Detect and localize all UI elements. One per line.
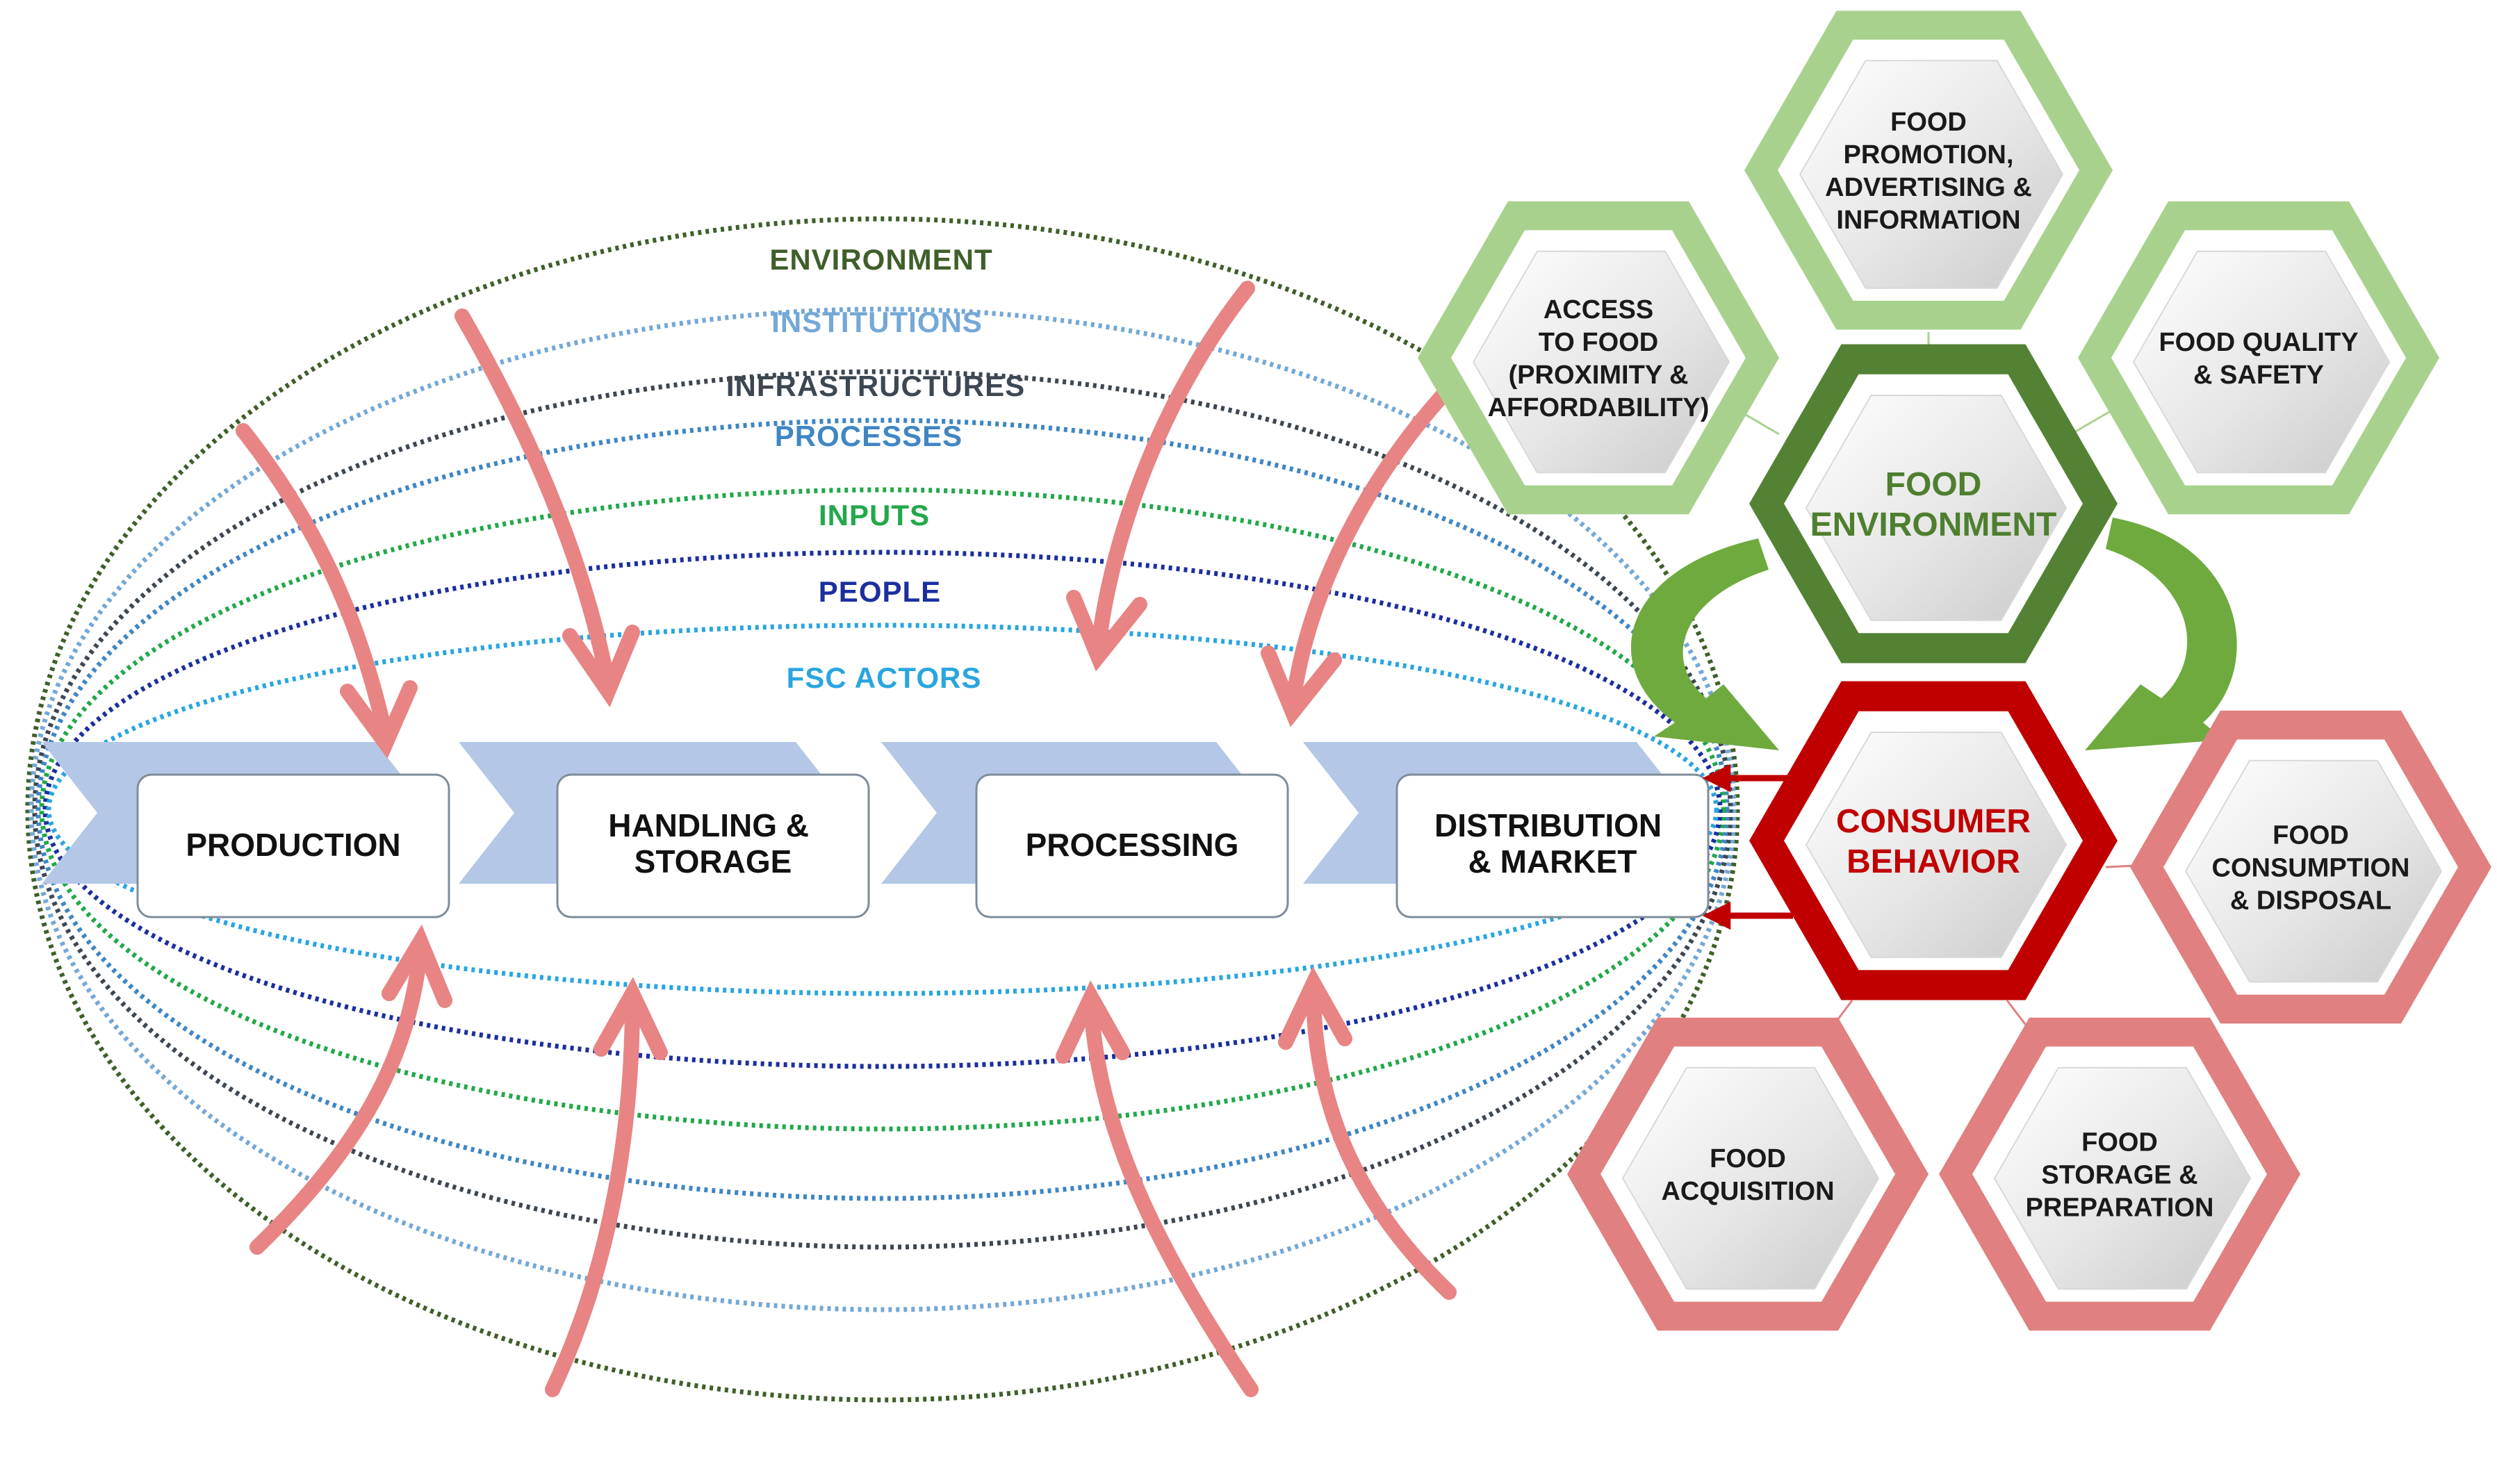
arrow-down-4	[1285, 388, 1450, 713]
arrow-up-2	[545, 993, 640, 1397]
stage-box-distribution-market	[1395, 773, 1710, 918]
ring-environment	[25, 216, 1740, 1403]
arrow-head-down-4	[1261, 645, 1342, 727]
ring-fsc-actors	[46, 623, 1719, 996]
arrow-down-1	[236, 423, 393, 744]
arrow-head-down-1	[340, 680, 418, 759]
ring-institutions	[28, 306, 1737, 1312]
arrow-head-up-2	[593, 977, 668, 1060]
hex-food-quality: FOOD QUALITY& SAFETY	[2078, 201, 2439, 515]
arrow-up-3	[1083, 996, 1259, 1397]
stage-label-processing: PROCESSING	[1026, 827, 1239, 863]
ring-label-fsc-actors: FSC ACTORS	[787, 661, 982, 694]
stage-box-processing	[975, 773, 1289, 918]
hex-food-quality-core	[2132, 250, 2391, 474]
stage-box-production	[136, 773, 450, 918]
hex-food-acquisition-core	[1621, 1066, 1880, 1290]
stage-boxes: PRODUCTION HANDLING & STORAGE PROCESSING…	[136, 773, 1710, 918]
hex-food-promotion-core	[1799, 60, 2064, 289]
feedback-arrows	[1702, 764, 1793, 930]
stage-label-distribution-market: DISTRIBUTION & MARKET	[1434, 807, 1671, 880]
arrow-down-2	[455, 308, 616, 692]
hex-food-environment-core	[1805, 395, 2068, 621]
ring-label-institutions: INSTITUTIONS	[771, 306, 983, 338]
stage-label-handling-storage: HANDLING & STORAGE	[608, 807, 818, 880]
arrow-up-1	[249, 941, 428, 1255]
ring-label-environment: ENVIRONMENT	[769, 243, 992, 276]
ring-inputs	[39, 487, 1726, 1132]
ring-labels: ENVIRONMENT INSTITUTIONS INFRASTRUCTURES…	[726, 243, 1025, 694]
arrow-head-down-2	[562, 625, 640, 707]
hex-consumer-behavior-core	[1805, 732, 2068, 958]
arrow-head-up-3	[1056, 980, 1130, 1064]
hex-access-to-food-core	[1472, 250, 1730, 474]
green-arrow-left	[1630, 538, 1779, 750]
ring-processes	[35, 418, 1730, 1201]
hex-food-consumption-core	[2184, 759, 2443, 983]
hex-food-storage-core	[1993, 1066, 2252, 1290]
arrow-head-down-3	[1066, 590, 1147, 672]
hex-food-quality-label: FOOD QUALITY& SAFETY	[2159, 328, 2358, 390]
stage-label-production: PRODUCTION	[186, 827, 400, 863]
ring-label-processes: PROCESSES	[775, 420, 963, 452]
arrow-head-up-4	[1278, 966, 1352, 1050]
ring-infrastructures	[32, 369, 1733, 1250]
ring-label-people: PEOPLE	[819, 575, 941, 608]
arrow-head-up-1	[382, 924, 452, 1008]
green-curved-arrows	[1630, 518, 2237, 750]
influence-arrows	[236, 281, 1457, 1397]
arrow-down-3	[1090, 281, 1255, 657]
green-arrow-right	[2085, 518, 2237, 750]
stage-box-handling-storage	[556, 773, 870, 918]
ring-layers	[25, 216, 1740, 1403]
ring-label-inputs: INPUTS	[819, 499, 930, 531]
ring-label-infrastructures: INFRASTRUCTURES	[726, 370, 1025, 402]
connector-quality	[2074, 409, 2113, 434]
arrow-up-4	[1306, 982, 1457, 1300]
ring-people	[42, 550, 1723, 1069]
